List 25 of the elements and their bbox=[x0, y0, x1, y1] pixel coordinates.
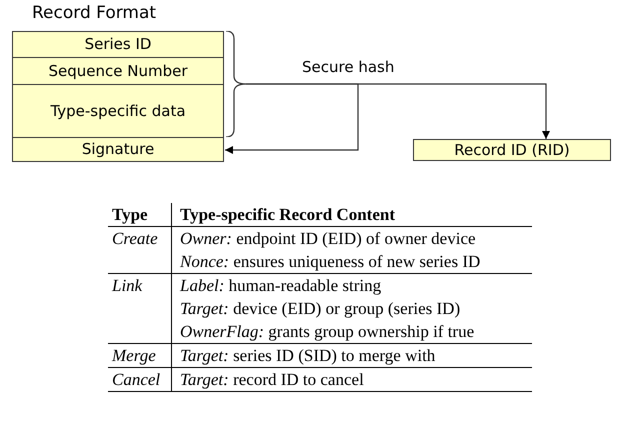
record-field bbox=[12, 57, 224, 85]
type-name: Create bbox=[112, 228, 159, 250]
field-label: Type-specific data bbox=[50, 100, 186, 122]
group-heading: Record Format bbox=[31, 2, 158, 25]
arrow bbox=[225, 83, 359, 154]
column-header: Type-specific Record Content bbox=[180, 204, 396, 226]
record-id-box: Record ID (RID) bbox=[413, 139, 611, 161]
curly-brace bbox=[226, 31, 246, 137]
field-label: Series ID bbox=[84, 34, 152, 56]
record-field bbox=[12, 31, 224, 58]
record-field bbox=[12, 137, 224, 162]
type-name: Merge bbox=[112, 345, 157, 367]
field-label: Signature bbox=[82, 139, 154, 160]
content-description: Label: human-readable string bbox=[180, 275, 382, 297]
record-field bbox=[12, 84, 224, 138]
field-label: Sequence Number bbox=[48, 60, 188, 82]
content-description: OwnerFlag: grants group ownership if true bbox=[180, 321, 476, 343]
type-name: Link bbox=[112, 275, 144, 297]
column-header: Type bbox=[112, 204, 149, 226]
content-description: Owner: endpoint ID (EID) of owner device bbox=[180, 228, 477, 250]
content-description: Target: record ID to cancel bbox=[180, 369, 365, 391]
content-description: Target: device (EID) or group (series ID) bbox=[180, 298, 462, 320]
content-description: Target: series ID (SID) to merge with bbox=[180, 345, 436, 367]
content-description: Nonce: ensures uniqueness of new series ID bbox=[180, 251, 482, 273]
type-name: Cancel bbox=[112, 369, 162, 391]
